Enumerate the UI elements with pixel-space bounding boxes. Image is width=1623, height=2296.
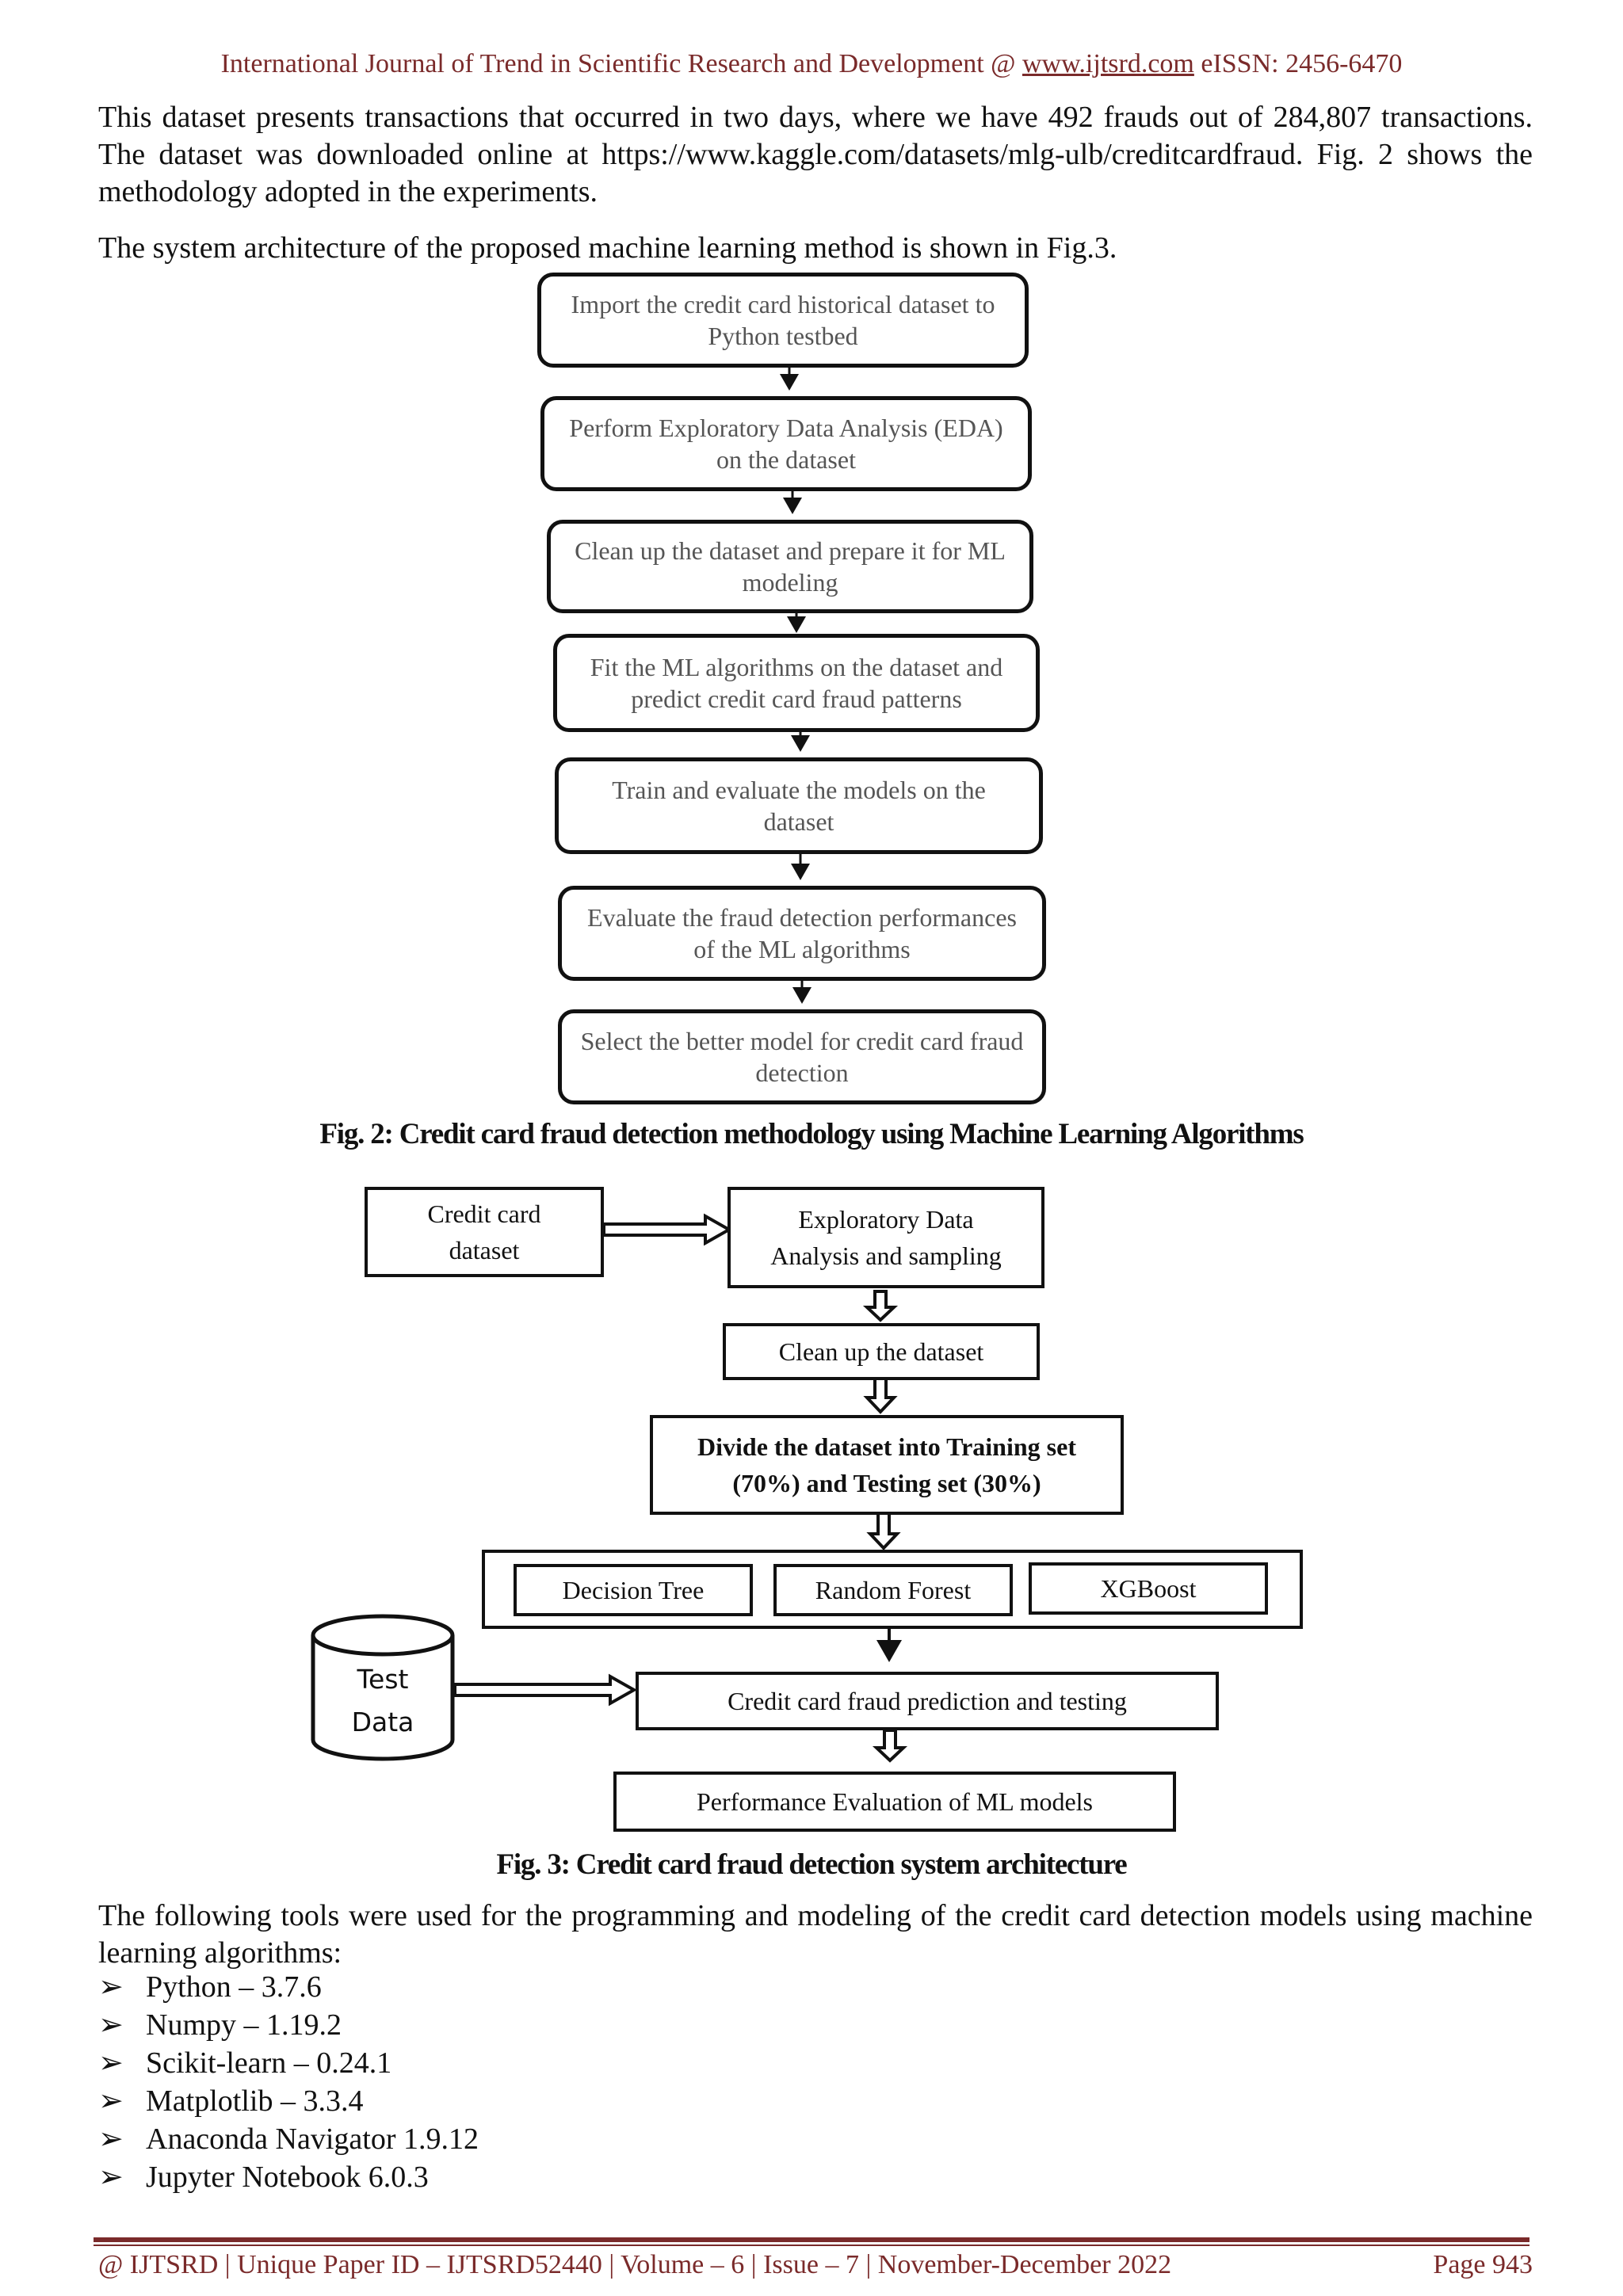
fig3-model-random-forest: Random Forest <box>773 1564 1013 1616</box>
fig3-arrow-clean-to-divide <box>863 1377 898 1414</box>
fig2-arrows <box>780 368 812 1004</box>
tool-label: Matplotlib – 3.3.4 <box>146 2084 364 2118</box>
fig3-arrow-prediction-to-eval <box>872 1729 908 1763</box>
fig3-model-label: Decision Tree <box>562 1576 705 1604</box>
fig3-evaluation-box: Performance Evaluation of ML models <box>613 1772 1176 1832</box>
running-header: International Journal of Trend in Scient… <box>0 49 1623 79</box>
fig3-prediction-label: Credit card fraud prediction and testing <box>727 1687 1127 1715</box>
fig3-eda-label: Exploratory Data Analysis and sampling <box>770 1205 1002 1270</box>
fig3-arrow-divide-to-models <box>866 1512 901 1550</box>
tool-label: Numpy – 1.19.2 <box>146 2008 342 2042</box>
footer-rule <box>94 2237 1529 2242</box>
fig2-step-2: Perform Exploratory Data Analysis (EDA) … <box>540 396 1032 491</box>
arrowhead-bullet-icon: ➢ <box>98 2008 124 2042</box>
journal-name: International Journal of Trend in Scient… <box>220 49 1022 78</box>
fig3-model-label: Random Forest <box>815 1576 972 1604</box>
paragraph-dataset: This dataset presents transactions that … <box>98 101 1533 208</box>
fig3-arrow-dataset-to-eda <box>602 1213 733 1246</box>
fig3-arrow-eda-to-clean <box>862 1290 899 1322</box>
tool-label: Anaconda Navigator 1.9.12 <box>146 2122 479 2156</box>
footer-paper-info: @ IJTSRD | Unique Paper ID – IJTSRD52440… <box>98 2250 1172 2279</box>
fig2-step-3: Clean up the dataset and prepare it for … <box>547 520 1033 613</box>
list-item: ➢ Matplotlib – 3.3.4 <box>98 2082 479 2120</box>
tool-label: Jupyter Notebook 6.0.3 <box>146 2161 429 2194</box>
arrowhead-bullet-icon: ➢ <box>98 2084 124 2118</box>
test-data-label-line1: Test <box>357 1664 409 1695</box>
journal-url-link[interactable]: www.ijtsrd.com <box>1022 49 1194 78</box>
paragraph-architecture-intro: The system architecture of the proposed … <box>98 231 1117 265</box>
fig3-prediction-box: Credit card fraud prediction and testing <box>636 1672 1219 1730</box>
list-item: ➢ Jupyter Notebook 6.0.3 <box>98 2158 479 2196</box>
fig3-model-label: XGBoost <box>1100 1574 1197 1603</box>
arrowhead-bullet-icon: ➢ <box>98 2046 124 2080</box>
list-item: ➢ Scikit-learn – 0.24.1 <box>98 2044 479 2082</box>
fig2-step-4-label: Fit the ML algorithms on the dataset and… <box>590 653 1003 713</box>
list-item: ➢ Numpy – 1.19.2 <box>98 2006 479 2044</box>
fig3-arrow-testdata-to-prediction <box>453 1673 638 1707</box>
fig3-evaluation-label: Performance Evaluation of ML models <box>697 1787 1093 1816</box>
fig2-step-2-label: Perform Exploratory Data Analysis (EDA) … <box>569 414 1003 474</box>
fig2-step-1: Import the credit card historical datase… <box>537 273 1029 368</box>
fig2-step-6: Evaluate the fraud detection performance… <box>558 886 1046 981</box>
arrowhead-bullet-icon: ➢ <box>98 2161 124 2194</box>
fig2-step-7: Select the better model for credit card … <box>558 1009 1046 1104</box>
fig3-dataset-label: Credit card dataset <box>427 1199 541 1264</box>
test-data-cylinder-icon <box>311 1614 455 1761</box>
journal-issn: eISSN: 2456-6470 <box>1193 49 1403 78</box>
fig3-hollow-arrows <box>453 1213 908 1763</box>
fig3-dataset-box: Credit card dataset <box>365 1187 604 1277</box>
tool-label: Scikit-learn – 0.24.1 <box>146 2046 392 2080</box>
fig3-divide-label: Divide the dataset into Training set (70… <box>697 1432 1076 1497</box>
footer-rule-thin <box>94 2245 1529 2246</box>
fig2-step-7-label: Select the better model for credit card … <box>580 1027 1024 1087</box>
fig2-step-5: Train and evaluate the models on the dat… <box>555 757 1043 854</box>
fig3-eda-box: Exploratory Data Analysis and sampling <box>727 1187 1044 1288</box>
fig2-step-6-label: Evaluate the fraud detection performance… <box>587 903 1017 963</box>
fig3-clean-box: Clean up the dataset <box>723 1323 1040 1380</box>
fig2-step-5-label: Train and evaluate the models on the dat… <box>612 776 986 836</box>
fig2-step-1-label: Import the credit card historical datase… <box>571 290 995 350</box>
page-number: Page 943 <box>1433 2250 1533 2279</box>
arrowhead-bullet-icon: ➢ <box>98 2122 124 2156</box>
paragraph-tools-intro: The following tools were used for the pr… <box>98 1899 1533 1970</box>
fig3-model-xgboost: XGBoost <box>1029 1562 1268 1615</box>
arrowhead-bullet-icon: ➢ <box>98 1970 124 2004</box>
tools-list: ➢ Python – 3.7.6 ➢ Numpy – 1.19.2 ➢ Scikit-… <box>98 1968 479 2196</box>
running-footer: @ IJTSRD | Unique Paper ID – IJTSRD52440… <box>98 2250 1533 2280</box>
fig3-caption: Fig. 3: Credit card fraud detection syst… <box>496 1848 1127 1881</box>
fig2-step-4: Fit the ML algorithms on the dataset and… <box>553 634 1040 732</box>
fig2-step-3-label: Clean up the dataset and prepare it for … <box>575 536 1006 597</box>
tool-label: Python – 3.7.6 <box>146 1970 322 2004</box>
fig3-clean-label: Clean up the dataset <box>778 1337 984 1366</box>
fig2-caption: Fig. 2: Credit card fraud detection meth… <box>319 1118 1304 1150</box>
test-data-label-line2: Data <box>351 1707 414 1737</box>
list-item: ➢ Python – 3.7.6 <box>98 1968 479 2006</box>
fig3-divide-box: Divide the dataset into Training set (70… <box>650 1415 1124 1515</box>
fig3-model-decision-tree: Decision Tree <box>514 1564 753 1616</box>
list-item: ➢ Anaconda Navigator 1.9.12 <box>98 2120 479 2158</box>
